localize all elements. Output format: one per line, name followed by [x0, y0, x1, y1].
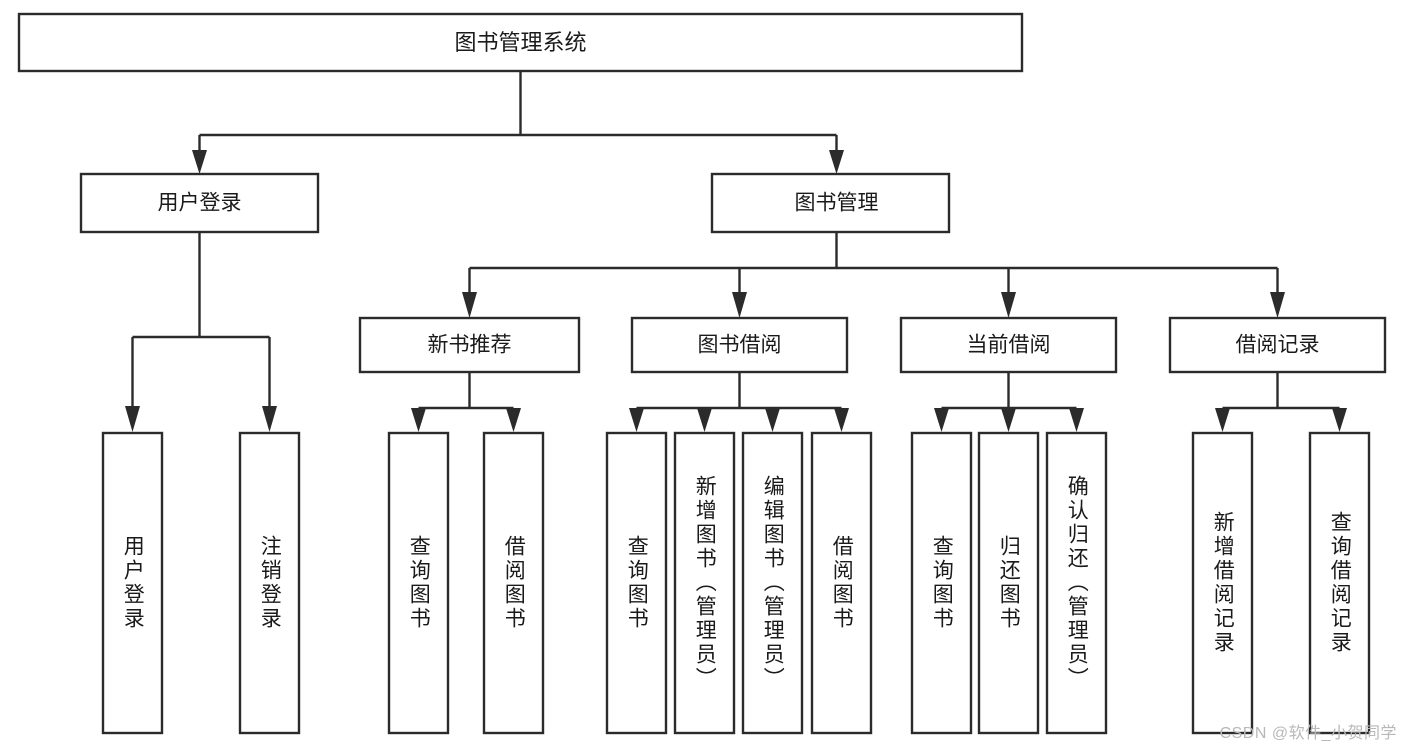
node-book-management[interactable]: 图书管理: [710, 172, 951, 234]
node-current-borrow-label: 当前借阅: [967, 334, 1051, 357]
arrow-head-bookmgmt: [829, 150, 844, 174]
arrow-head-current-borrow: [1001, 292, 1016, 318]
leaf-box-borrowbook-add[interactable]: [673, 431, 736, 735]
leaf-box-currentborrow-return[interactable]: [977, 431, 1040, 735]
node-user-login[interactable]: 用户登录: [79, 172, 320, 234]
node-root-box[interactable]: [17, 12, 1024, 73]
arrow-head-borrowbook-leaf-3: [765, 408, 780, 432]
node-book-management-label: 图书管理: [795, 192, 879, 215]
arrow-head-borrow-record: [1270, 292, 1285, 318]
watermark-text: CSDN @软件_小贺同学: [1219, 725, 1397, 742]
arrow-head-borrowrecord-leaf-2: [1332, 408, 1347, 432]
arrow-head-currentborrow-leaf-2: [1001, 408, 1016, 432]
leaf-box-currentborrow-confirm[interactable]: [1045, 431, 1108, 735]
arrow-head-borrowbook-leaf-4: [834, 408, 849, 432]
arrow-head-currentborrow-leaf-1: [934, 408, 949, 432]
node-user-login-box[interactable]: [79, 172, 320, 234]
arrow-head-user-login-leaf: [125, 406, 140, 432]
node-book-borrow-box[interactable]: [630, 316, 849, 374]
connector-group: [125, 71, 1347, 432]
arrow-head-borrowbook-leaf-1: [629, 408, 644, 432]
node-user-login-label: 用户登录: [158, 192, 242, 215]
node-book-borrow[interactable]: 图书借阅: [630, 316, 849, 374]
arrow-head-new-book: [462, 292, 477, 318]
leaf-box-newbook-borrow[interactable]: [482, 431, 545, 735]
leaf-box-borrowbook-edit[interactable]: [741, 431, 804, 735]
leaf-box-newbook-query[interactable]: [387, 431, 450, 735]
arrow-head-newbook-leaf-2: [506, 408, 521, 432]
arrow-head-borrow-book: [732, 292, 747, 318]
node-current-borrow-box[interactable]: [899, 316, 1118, 374]
node-new-book-recommend-box[interactable]: [358, 316, 581, 374]
leaf-box-record-add[interactable]: [1191, 431, 1254, 735]
node-borrow-record-box[interactable]: [1168, 316, 1387, 374]
leaf-box-record-query[interactable]: [1308, 431, 1371, 735]
arrow-head-userlogin: [192, 150, 207, 174]
leaf-box-user-login[interactable]: [101, 431, 164, 735]
arrow-head-logout-leaf: [262, 406, 277, 432]
node-book-management-box[interactable]: [710, 172, 951, 234]
node-root-label: 图书管理系统: [454, 30, 586, 55]
leaf-box-currentborrow-query[interactable]: [910, 431, 973, 735]
arrow-head-currentborrow-leaf-3: [1069, 408, 1084, 432]
arrow-head-borrowbook-leaf-2: [697, 408, 712, 432]
node-new-book-recommend-label: 新书推荐: [428, 334, 512, 357]
node-borrow-record[interactable]: 借阅记录: [1168, 316, 1387, 374]
node-new-book-recommend[interactable]: 新书推荐: [358, 316, 581, 374]
leaf-box-logout[interactable]: [238, 431, 301, 735]
arrow-head-newbook-leaf-1: [411, 408, 426, 432]
arrow-head-borrowrecord-leaf-1: [1215, 408, 1230, 432]
leaf-box-borrowbook-query[interactable]: [605, 431, 668, 735]
node-root[interactable]: 图书管理系统: [17, 12, 1024, 73]
leaf-box-borrowbook-borrow[interactable]: [810, 431, 873, 735]
node-current-borrow[interactable]: 当前借阅: [899, 316, 1118, 374]
node-borrow-record-label: 借阅记录: [1236, 334, 1320, 357]
node-book-borrow-label: 图书借阅: [698, 334, 782, 357]
